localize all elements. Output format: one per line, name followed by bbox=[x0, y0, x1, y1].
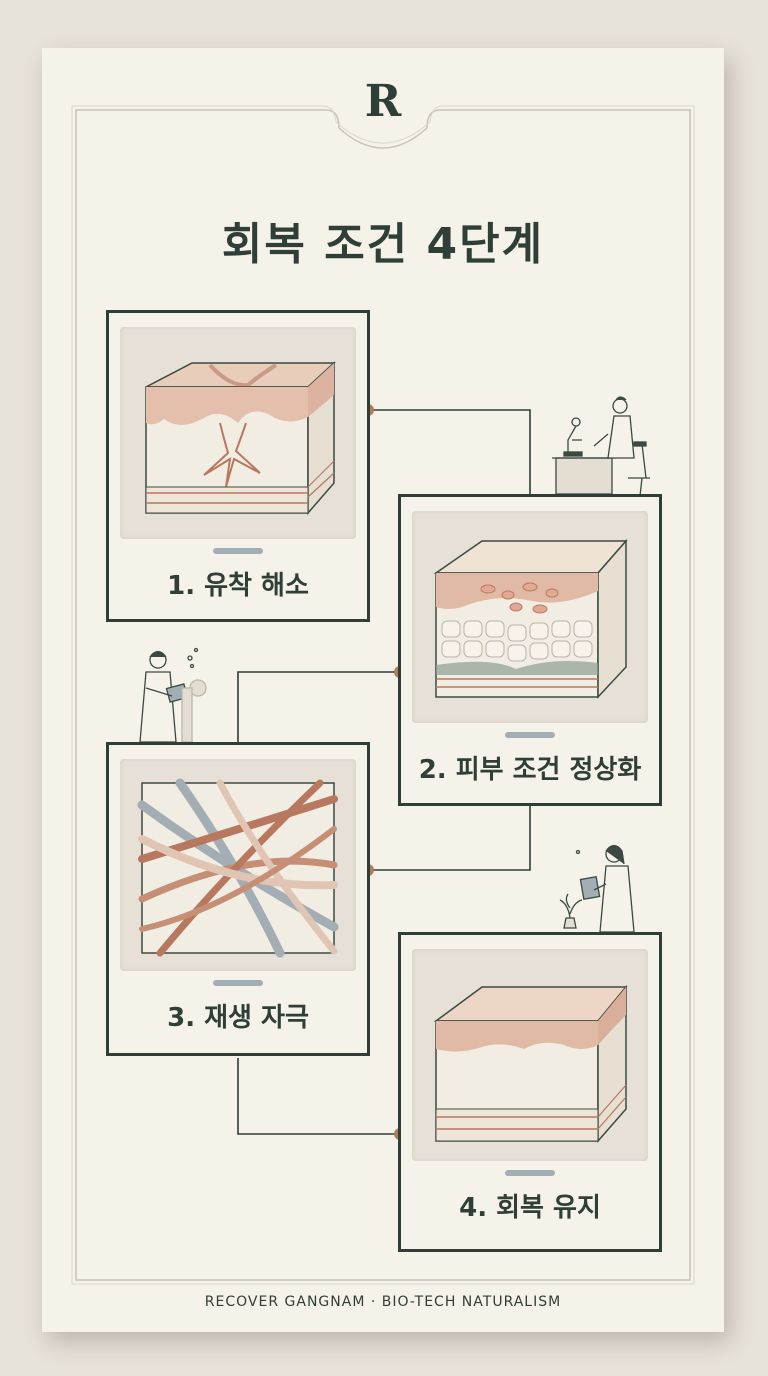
step-1-card: 1. 유착 해소 bbox=[106, 310, 370, 622]
step-4-accent-bar bbox=[505, 1170, 555, 1176]
step-2-card: 2. 피부 조건 정상화 bbox=[398, 494, 662, 806]
step-1-illustration bbox=[120, 327, 356, 539]
step-3-illustration bbox=[120, 759, 356, 971]
step-1-accent-bar bbox=[213, 548, 263, 554]
step-2-label: 2. 피부 조건 정상화 bbox=[418, 755, 642, 785]
step-3-card: 3. 재생 자극 bbox=[106, 742, 370, 1056]
infographic-card: R 회복 조건 4단계 bbox=[42, 48, 724, 1332]
brand-logo: R bbox=[364, 76, 402, 127]
step-4-illustration bbox=[412, 949, 648, 1161]
clipboard-scientist-icon bbox=[139, 647, 207, 748]
step-2-accent-bar bbox=[505, 732, 555, 738]
footer-brand-line: RECOVER GANGNAM · BIO-TECH NATURALISM bbox=[204, 1294, 562, 1310]
page-title: 회복 조건 4단계 bbox=[221, 219, 545, 270]
inner-frame bbox=[71, 105, 695, 1285]
plant-scientist-icon bbox=[559, 844, 635, 933]
microscope-scientist-icon bbox=[552, 396, 650, 497]
step-1-label: 1. 유착 해소 bbox=[167, 571, 309, 601]
step-4-label: 4. 회복 유지 bbox=[459, 1193, 601, 1223]
step-3-label: 3. 재생 자극 bbox=[167, 1003, 309, 1033]
step-3-accent-bar bbox=[213, 980, 263, 986]
step-2-illustration bbox=[412, 511, 648, 723]
step-4-card: 4. 회복 유지 bbox=[398, 932, 662, 1252]
